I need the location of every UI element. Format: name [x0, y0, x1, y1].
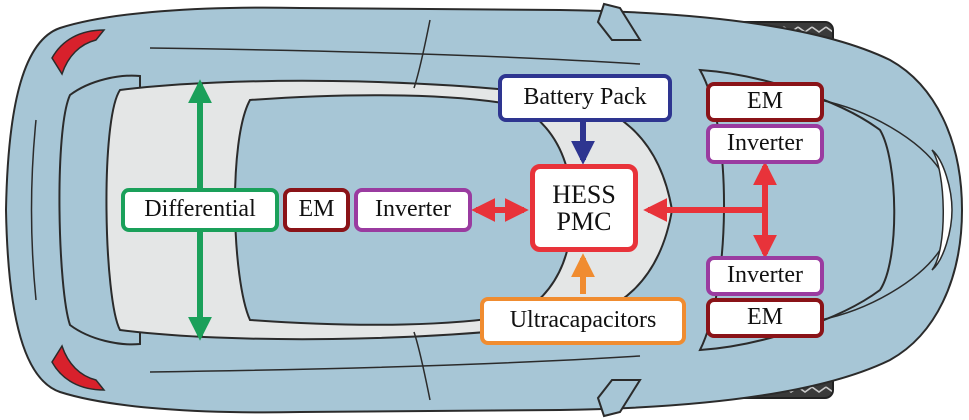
hess-label: HESS [552, 179, 616, 209]
mirror-top [596, 2, 642, 41]
battery-pack-box: Battery Pack [498, 74, 672, 122]
front-grille [931, 149, 953, 271]
door-line-top-2 [149, 47, 641, 65]
hood-line-top [819, 99, 941, 171]
ultracapacitors-box: Ultracapacitors [480, 297, 686, 345]
inverter-front-top-box: Inverter [706, 124, 824, 164]
mirror-bottom [596, 379, 642, 418]
em-front-top-box: EM [706, 82, 824, 122]
pmc-label: PMC [556, 207, 612, 236]
em-front-bottom-box: EM [706, 298, 824, 338]
hess-pmc-box: HESS PMC [530, 164, 638, 252]
taillight-bottom [51, 344, 106, 391]
hood-line-bottom [819, 249, 941, 321]
inverter-front-bottom-box: Inverter [706, 256, 824, 296]
taillight-top [51, 29, 106, 76]
inverter-rear-box: Inverter [354, 188, 472, 232]
door-line-bottom-2 [149, 355, 641, 373]
em-rear-box: EM [283, 188, 350, 232]
rear-panel-line [30, 119, 37, 301]
differential-box: Differential [121, 188, 279, 232]
